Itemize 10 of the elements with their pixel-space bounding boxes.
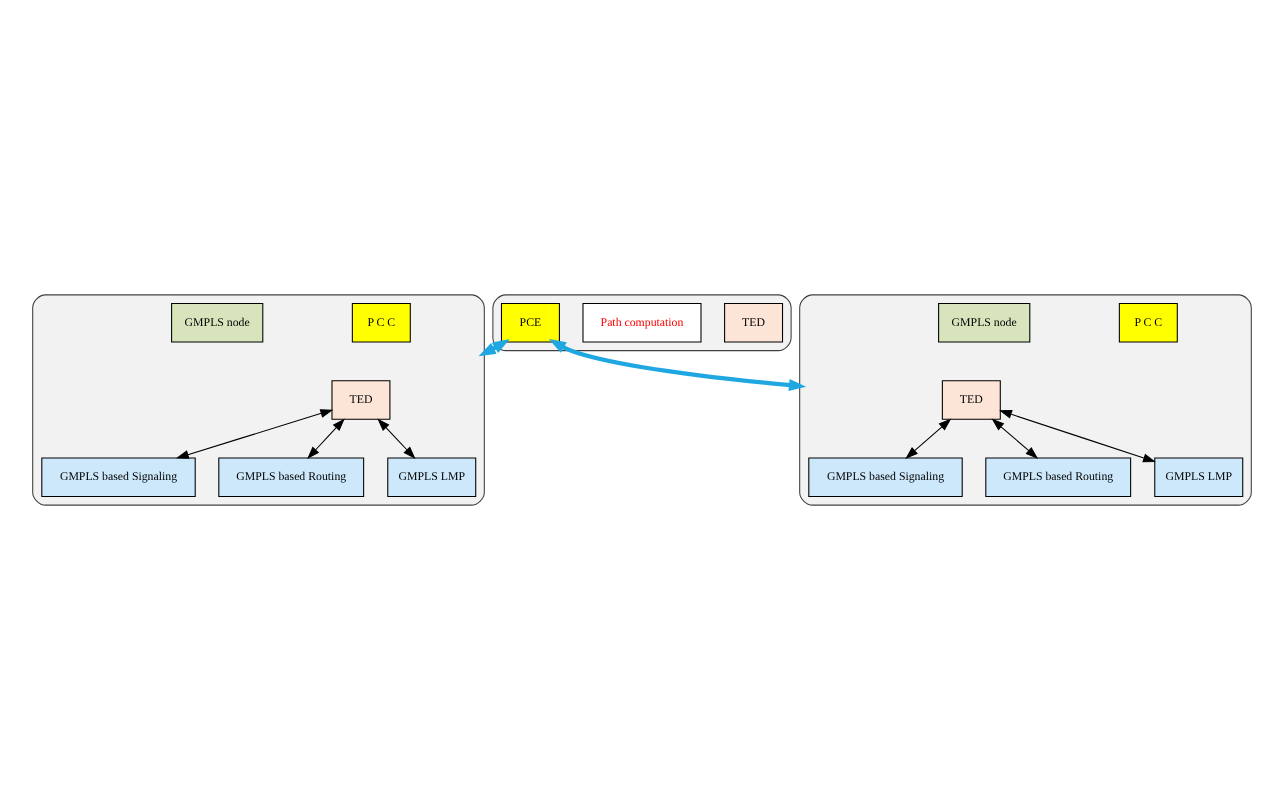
arrow xyxy=(991,418,1039,459)
arrow xyxy=(478,338,510,357)
arrow xyxy=(307,418,345,459)
arrow xyxy=(377,418,416,459)
arrow xyxy=(905,418,952,459)
arrow xyxy=(175,409,334,459)
cluster xyxy=(32,294,485,506)
arrow xyxy=(999,410,1156,463)
cluster xyxy=(799,294,1252,506)
arrow xyxy=(548,339,807,392)
